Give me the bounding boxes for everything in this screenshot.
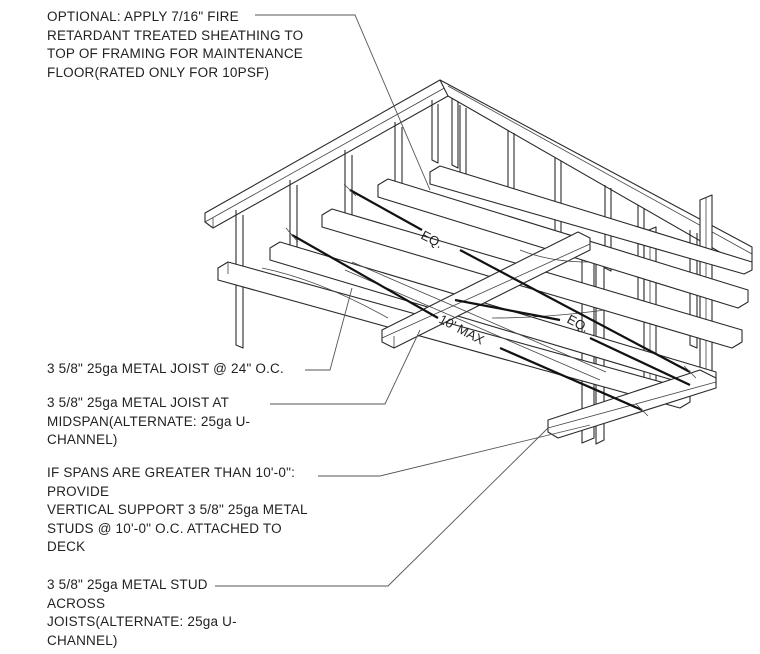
leader-lines: [215, 14, 591, 587]
leader-sheathing: [255, 14, 431, 191]
note-support: IF SPANS ARE GREATER THAN 10'-0": PROVID…: [47, 465, 308, 554]
leader-midspan: [270, 329, 421, 405]
note-stud: 3 5/8" 25ga METAL STUD ACROSS JOISTS(ALT…: [47, 577, 237, 648]
note-sheathing: OPTIONAL: APPLY 7/16" FIRE RETARDANT TRE…: [47, 9, 304, 80]
leader-support: [318, 424, 591, 477]
floor-arcs: [261, 249, 606, 319]
leader-joist: [305, 287, 353, 371]
note-midspan: 3 5/8" 25ga METAL JOIST AT MIDSPAN(ALTER…: [47, 395, 251, 447]
dimension-lines: [285, 183, 697, 417]
note-joist: 3 5/8" 25ga METAL JOIST @ 24" O.C.: [47, 361, 284, 376]
leader-stud: [215, 427, 549, 587]
